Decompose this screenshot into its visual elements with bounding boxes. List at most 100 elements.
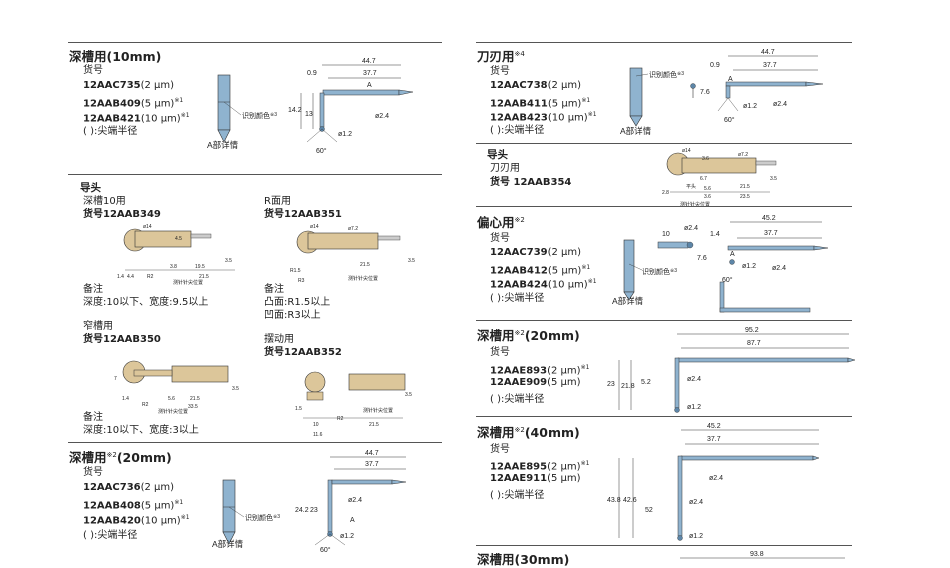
svg-text:ø1.2: ø1.2: [742, 263, 756, 270]
section-title: 导头: [487, 149, 508, 161]
svg-text:0.9: 0.9: [307, 70, 317, 77]
divider: [476, 320, 852, 321]
part-number: 货号12AAB351: [264, 209, 342, 220]
divider: [476, 143, 852, 144]
svg-text:2.8: 2.8: [662, 190, 669, 196]
part-label: 货号: [490, 233, 510, 244]
svg-text:A: A: [728, 76, 733, 83]
svg-text:13: 13: [305, 111, 313, 118]
guide-name: R面用: [264, 196, 291, 207]
svg-text:测针针尖位置: 测针针尖位置: [363, 407, 393, 414]
radius-note: ( ):尖端半径: [83, 530, 138, 541]
svg-text:7: 7: [114, 376, 117, 382]
svg-text:R2: R2: [142, 402, 149, 408]
stylus-drawing: 识别颜色※3 A部详情 44.7 37.7 24.2 23 ø2.4 A ø1.…: [212, 450, 407, 554]
svg-text:测针针尖位置: 测针针尖位置: [348, 275, 378, 282]
guide-drawing: ø14 ø7.2 R1.5 R3 21.5 3.5 测针针尖位置: [290, 224, 415, 284]
guide-name: 摆动用: [264, 334, 294, 345]
svg-text:7.6: 7.6: [700, 89, 710, 96]
svg-text:52: 52: [645, 507, 653, 514]
svg-text:24.2: 24.2: [295, 507, 309, 514]
part-number: 12AAC735(2 μm): [83, 80, 175, 91]
part-number: 12AAB420(10 μm)※1: [83, 514, 190, 527]
divider: [476, 416, 852, 417]
svg-text:3.6: 3.6: [704, 194, 711, 200]
section-title: 深槽用(10mm): [69, 49, 162, 64]
svg-text:3.8: 3.8: [170, 264, 177, 270]
part-number: 12AAC736(2 μm): [83, 482, 175, 493]
part-number: 12AAE893(2 μm)※1: [490, 364, 590, 377]
svg-text:ø14: ø14: [682, 148, 691, 154]
svg-text:A: A: [367, 82, 372, 89]
svg-text:37.7: 37.7: [365, 461, 379, 468]
svg-text:87.7: 87.7: [747, 340, 761, 347]
part-label: 货号: [490, 66, 510, 77]
svg-text:44.7: 44.7: [761, 49, 775, 56]
detail-label: A部详情: [207, 140, 239, 150]
note-label: 备注: [83, 412, 103, 423]
svg-text:44.7: 44.7: [365, 450, 379, 457]
dimension: 93.8: [680, 551, 845, 559]
svg-text:60°: 60°: [724, 116, 735, 124]
svg-text:ø1.2: ø1.2: [687, 404, 701, 411]
svg-text:1.4: 1.4: [117, 274, 124, 280]
svg-text:60°: 60°: [316, 147, 327, 155]
svg-text:21.5: 21.5: [199, 274, 209, 280]
svg-text:3.5: 3.5: [232, 386, 239, 392]
svg-text:A部详情: A部详情: [612, 296, 644, 306]
stylus-drawing: 识别颜色※3 A部详情 45.2 37.7 10 1.4 7.6 A ø1.2 …: [612, 215, 829, 313]
svg-text:R3: R3: [298, 278, 305, 284]
part-number: 12AAB423(10 μm)※1: [490, 111, 597, 124]
svg-text:识别颜色※3: 识别颜色※3: [649, 70, 684, 79]
svg-text:93.8: 93.8: [750, 551, 764, 558]
svg-text:平头: 平头: [686, 183, 696, 190]
section-title: 偏心用※2: [477, 215, 525, 230]
svg-text:3.6: 3.6: [702, 156, 709, 162]
svg-text:45.2: 45.2: [707, 423, 721, 430]
part-number: 12AAC738(2 μm): [490, 80, 582, 91]
svg-text:3.5: 3.5: [408, 258, 415, 264]
svg-text:ø2.4: ø2.4: [689, 499, 703, 506]
svg-text:14.2: 14.2: [288, 107, 302, 114]
guide-drawing: ø14 4.5 1.4 4.4 R2 3.8 19.5 21.5 3.5 测针针…: [117, 224, 235, 286]
svg-text:44.7: 44.7: [362, 58, 376, 65]
radius-note: ( ):尖端半径: [83, 126, 138, 137]
divider: [476, 42, 852, 43]
svg-text:33.5: 33.5: [188, 404, 198, 410]
svg-text:1.4: 1.4: [710, 231, 720, 238]
divider: [68, 174, 442, 175]
svg-text:0.9: 0.9: [710, 62, 720, 69]
svg-text:10: 10: [313, 422, 319, 428]
part-number: 12AAB411(5 μm)※1: [490, 97, 591, 110]
svg-text:ø2.4: ø2.4: [773, 101, 787, 108]
part-label: 货号: [83, 65, 103, 76]
guide-drawing: 7 1.4 R2 5.6 21.5 33.5 3.5 测针针尖位置: [114, 360, 239, 415]
svg-text:R2: R2: [337, 416, 344, 422]
part-number: 货号12AAB349: [83, 209, 161, 220]
svg-text:ø14: ø14: [310, 224, 319, 230]
svg-text:5.2: 5.2: [641, 379, 651, 386]
svg-text:37.7: 37.7: [363, 70, 377, 77]
svg-text:21.5: 21.5: [369, 422, 379, 428]
svg-text:23: 23: [607, 381, 615, 388]
svg-text:21.8: 21.8: [621, 383, 635, 390]
svg-text:23: 23: [310, 507, 318, 514]
svg-text:21.5: 21.5: [360, 262, 370, 268]
section-title: 深槽用※2(20mm): [69, 450, 172, 465]
svg-text:ø2.4: ø2.4: [687, 376, 701, 383]
part-number: 12AAE911(5 μm): [490, 473, 581, 484]
divider: [68, 442, 442, 443]
svg-text:R2: R2: [147, 274, 154, 280]
section-title: 深槽用(30mm): [477, 552, 570, 567]
radius-note: ( ):尖端半径: [490, 125, 545, 136]
svg-text:6.7: 6.7: [700, 176, 707, 182]
stylus-drawing: 识别颜色※3 A部详情 44.7 37.7 0.9 7.6 A ø1.2 ø2.…: [620, 49, 824, 136]
svg-text:ø1.2: ø1.2: [338, 131, 352, 138]
note: 凸面:R1.5以上: [264, 297, 331, 308]
divider: [68, 42, 442, 43]
svg-text:37.7: 37.7: [764, 230, 778, 237]
svg-text:60°: 60°: [722, 276, 733, 284]
svg-text:ø1.2: ø1.2: [689, 533, 703, 540]
guide-name: 刀刃用: [490, 163, 520, 174]
note: 凹面:R3以上: [264, 310, 321, 321]
